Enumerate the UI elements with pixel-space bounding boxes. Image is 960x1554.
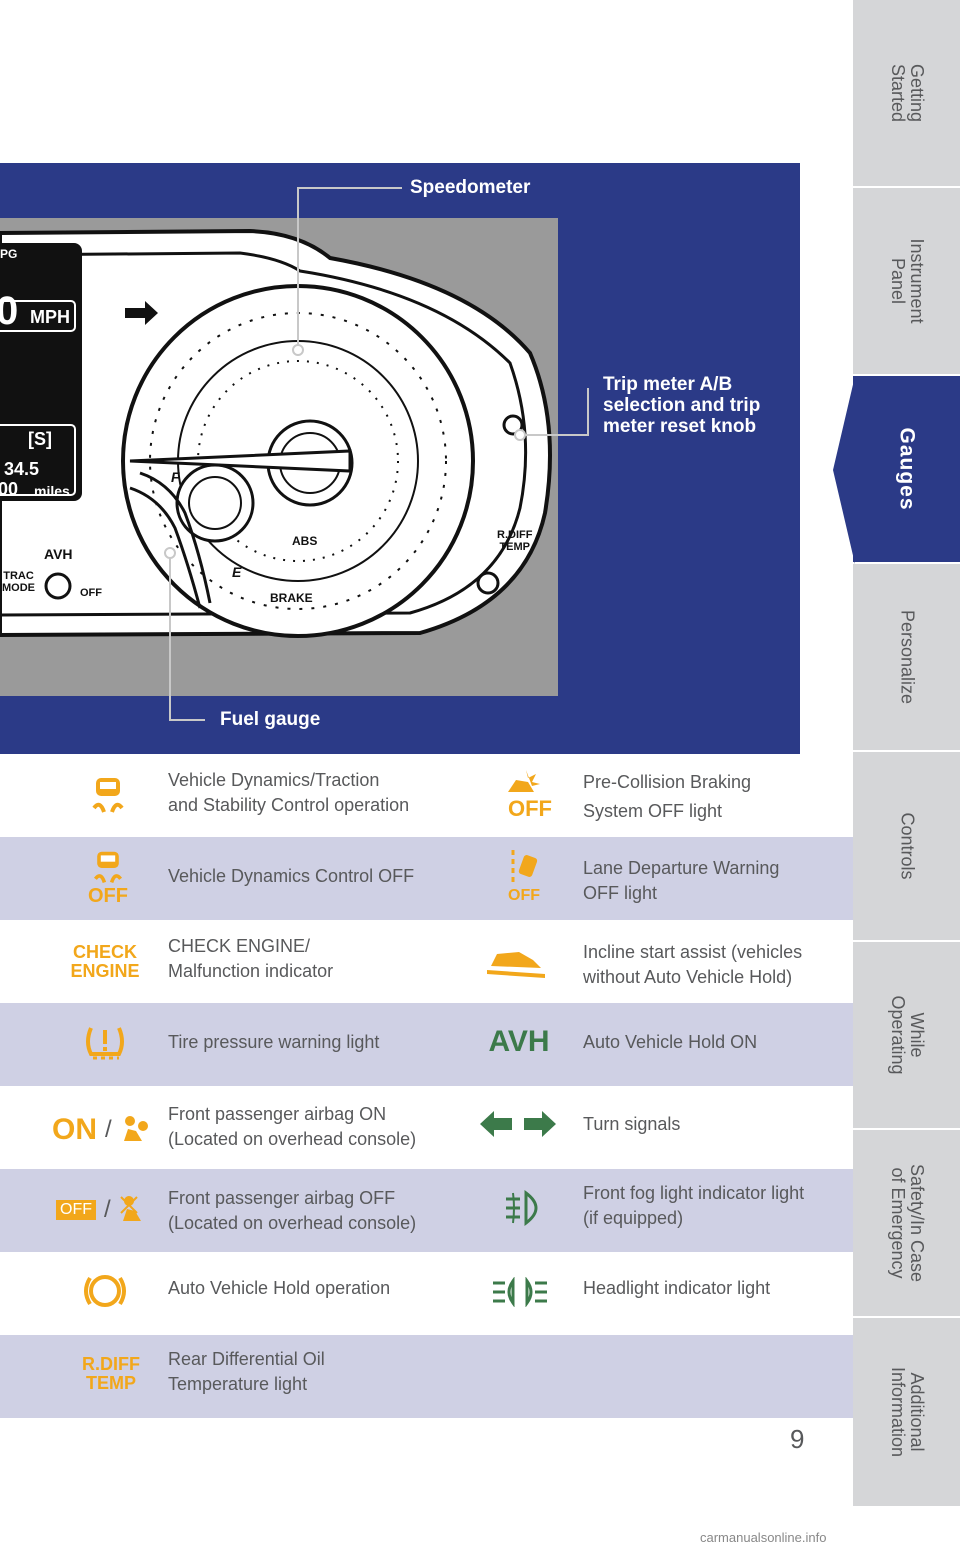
tab-label: While Operating <box>887 995 927 1075</box>
desc-tire-pressure: Tire pressure warning light <box>168 1032 380 1052</box>
lcd-odo: 00 <box>0 479 19 499</box>
table-row <box>0 1003 853 1086</box>
active-tab-pointer <box>833 376 855 564</box>
check-engine-icon: CHECK ENGINE <box>70 938 140 986</box>
desc-vehicle-dynamics: Vehicle Dynamics/Traction and Stability … <box>168 770 410 815</box>
desc-vehicle-dynamics-off: Vehicle Dynamics Control OFF <box>168 866 415 886</box>
airbag-off-text: OFF <box>56 1200 96 1220</box>
cluster-off: OFF <box>80 587 102 599</box>
headlight-icon <box>490 1272 550 1312</box>
callout-speedometer: Speedometer <box>410 177 531 198</box>
tab-label: Gauges <box>895 427 918 511</box>
airbag-on-text: ON <box>52 1113 97 1146</box>
icon-off-text: OFF <box>508 887 540 904</box>
desc-pre-collision: Pre-Collision Braking System OFF light <box>583 772 752 821</box>
callout-trip-meter: Trip meter A/B selection and trip meter … <box>603 374 761 437</box>
desc-check-engine: CHECK ENGINE/ Malfunction indicator <box>168 936 334 981</box>
avh-text: AVH <box>488 1025 550 1058</box>
icon-off-text: OFF <box>88 885 128 907</box>
vehicle-dynamics-off-icon: OFF <box>78 846 138 910</box>
tab-instrument-panel[interactable]: Instrument Panel <box>853 188 960 376</box>
tab-safety[interactable]: Safety/In Case of Emergency <box>853 1130 960 1318</box>
tab-personalize[interactable]: Personalize <box>853 564 960 752</box>
tab-controls[interactable]: Controls <box>853 752 960 942</box>
cluster-abs: ABS <box>292 534 318 548</box>
incline-start-icon <box>484 940 548 984</box>
lcd-odo-unit: miles <box>34 483 70 499</box>
front-fog-icon <box>500 1184 550 1232</box>
rear-diff-text: R.DIFF TEMP <box>82 1354 140 1393</box>
footer-watermark: carmanualsonline.info <box>700 1530 827 1545</box>
cluster-brake: BRAKE <box>270 591 313 605</box>
desc-turn-signals: Turn signals <box>583 1114 681 1134</box>
auto-vehicle-hold-icon <box>80 1266 130 1316</box>
tab-label: Additional Information <box>887 1366 927 1458</box>
cluster-trac-mode: TRAC MODE <box>2 570 35 594</box>
desc-airbag-on: Front passenger airbag ON (Located on ov… <box>168 1104 417 1149</box>
table-row <box>0 1335 853 1418</box>
tab-label: Instrument Panel <box>887 238 927 324</box>
cluster-rdiff: R.DIFF TEMP <box>497 529 533 553</box>
cluster-illustration <box>0 187 589 721</box>
lane-departure-off-icon: OFF <box>504 844 544 908</box>
desc-airbag-off: Front passenger airbag OFF (Located on o… <box>168 1188 417 1233</box>
slash: / <box>104 1196 111 1223</box>
tire-pressure-icon <box>80 1016 130 1068</box>
lcd-mpg: PG <box>0 247 18 261</box>
airbag-on-icon: ON / <box>52 1108 162 1152</box>
tab-label: Safety/In Case of Emergency <box>887 1163 927 1283</box>
callout-fuel-gauge: Fuel gauge <box>220 709 321 730</box>
tab-gauges[interactable]: Gauges <box>853 376 960 564</box>
tab-getting-started[interactable]: Getting Started <box>853 0 960 188</box>
cluster-avh: AVH <box>44 546 73 562</box>
icon-off-text: OFF <box>508 796 552 821</box>
tab-label: Getting Started <box>887 63 927 123</box>
tab-label: Personalize <box>897 609 917 705</box>
slash: / <box>105 1116 112 1143</box>
tab-label: Controls <box>897 812 917 880</box>
instrument-cluster-figure: PG 0 MPH [S] 34.5 00 miles AVH TRAC MODE… <box>0 163 800 754</box>
lcd-speed: 0 <box>0 289 19 333</box>
pre-collision-off-icon: OFF <box>500 762 560 826</box>
table-row <box>0 837 853 920</box>
cluster-e: E <box>232 564 242 580</box>
rear-diff-temp-icon: R.DIFF TEMP <box>78 1350 144 1398</box>
desc-rear-diff: Rear Differential Oil Temperature light <box>168 1349 325 1394</box>
cluster-f: F <box>171 469 180 485</box>
section-tabs: Getting Started Instrument Panel Gauges … <box>833 0 960 1508</box>
desc-auto-vehicle-hold: Auto Vehicle Hold operation <box>168 1278 391 1298</box>
page-number: 9 <box>790 1424 805 1454</box>
desc-avh: Auto Vehicle Hold ON <box>583 1032 758 1052</box>
lcd-trip: 34.5 <box>4 459 40 479</box>
desc-headlight: Headlight indicator light <box>583 1278 771 1298</box>
avh-icon: AVH <box>486 1022 552 1062</box>
tab-additional-information[interactable]: Additional Information <box>853 1318 960 1508</box>
vehicle-dynamics-icon <box>78 768 138 824</box>
desc-incline-start: Incline start assist (vehicles without A… <box>583 942 803 987</box>
check-engine-text: CHECK ENGINE <box>70 942 140 981</box>
table-row <box>0 1169 853 1252</box>
turn-signals-icon <box>478 1104 558 1144</box>
lcd-speed-unit: MPH <box>30 307 70 327</box>
desc-lane-departure: Lane Departure Warning OFF light <box>583 858 780 903</box>
tab-while-operating[interactable]: While Operating <box>853 942 960 1130</box>
desc-front-fog: Front fog light indicator light (if equi… <box>583 1183 805 1228</box>
airbag-off-icon: OFF / <box>56 1192 166 1228</box>
lcd-gear: [S] <box>28 429 52 449</box>
